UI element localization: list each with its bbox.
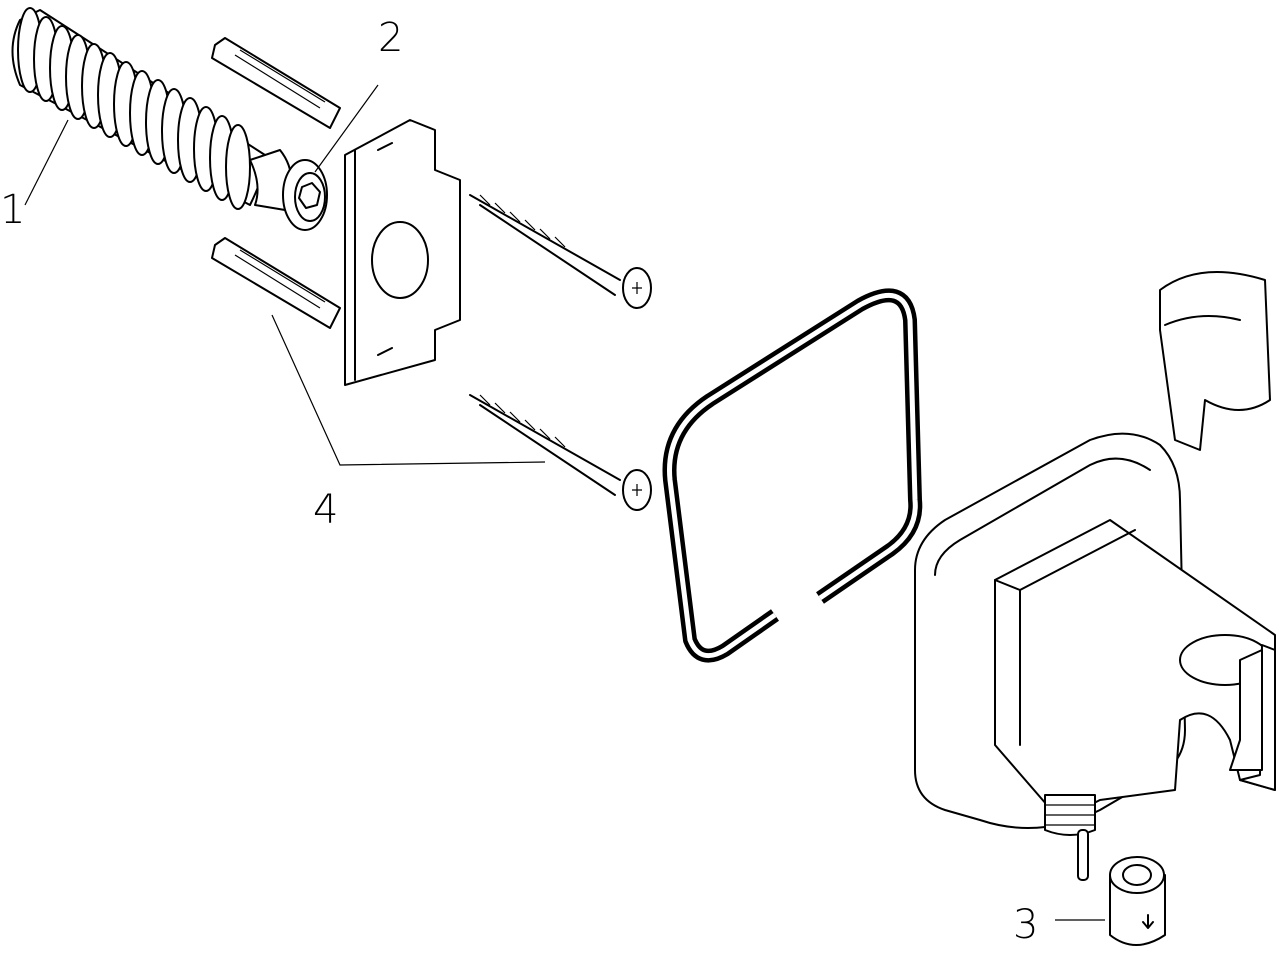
- callout-1: 1: [0, 187, 26, 233]
- wall-anchor-bottom: [211, 237, 341, 329]
- screw-top: [469, 194, 652, 309]
- leader-4: [271, 314, 546, 466]
- callout-2: 2: [378, 15, 404, 61]
- wall-anchor-top: [211, 37, 341, 129]
- wall-outlet: [914, 432, 1276, 836]
- leader-2: [314, 84, 379, 173]
- leader-lines: [24, 84, 1105, 921]
- leader-1: [24, 119, 69, 206]
- screw-bottom: [469, 394, 652, 511]
- gasket-seal: [662, 288, 923, 663]
- mounting-plate: [344, 119, 461, 386]
- hose-rib: [225, 124, 251, 210]
- callout-4: 4: [313, 487, 339, 533]
- holder-clip: [1159, 271, 1271, 451]
- callout-3: 3: [1013, 902, 1039, 948]
- flexible-hose: [11, 7, 328, 231]
- nut: [1109, 856, 1166, 946]
- pin: [1077, 829, 1089, 881]
